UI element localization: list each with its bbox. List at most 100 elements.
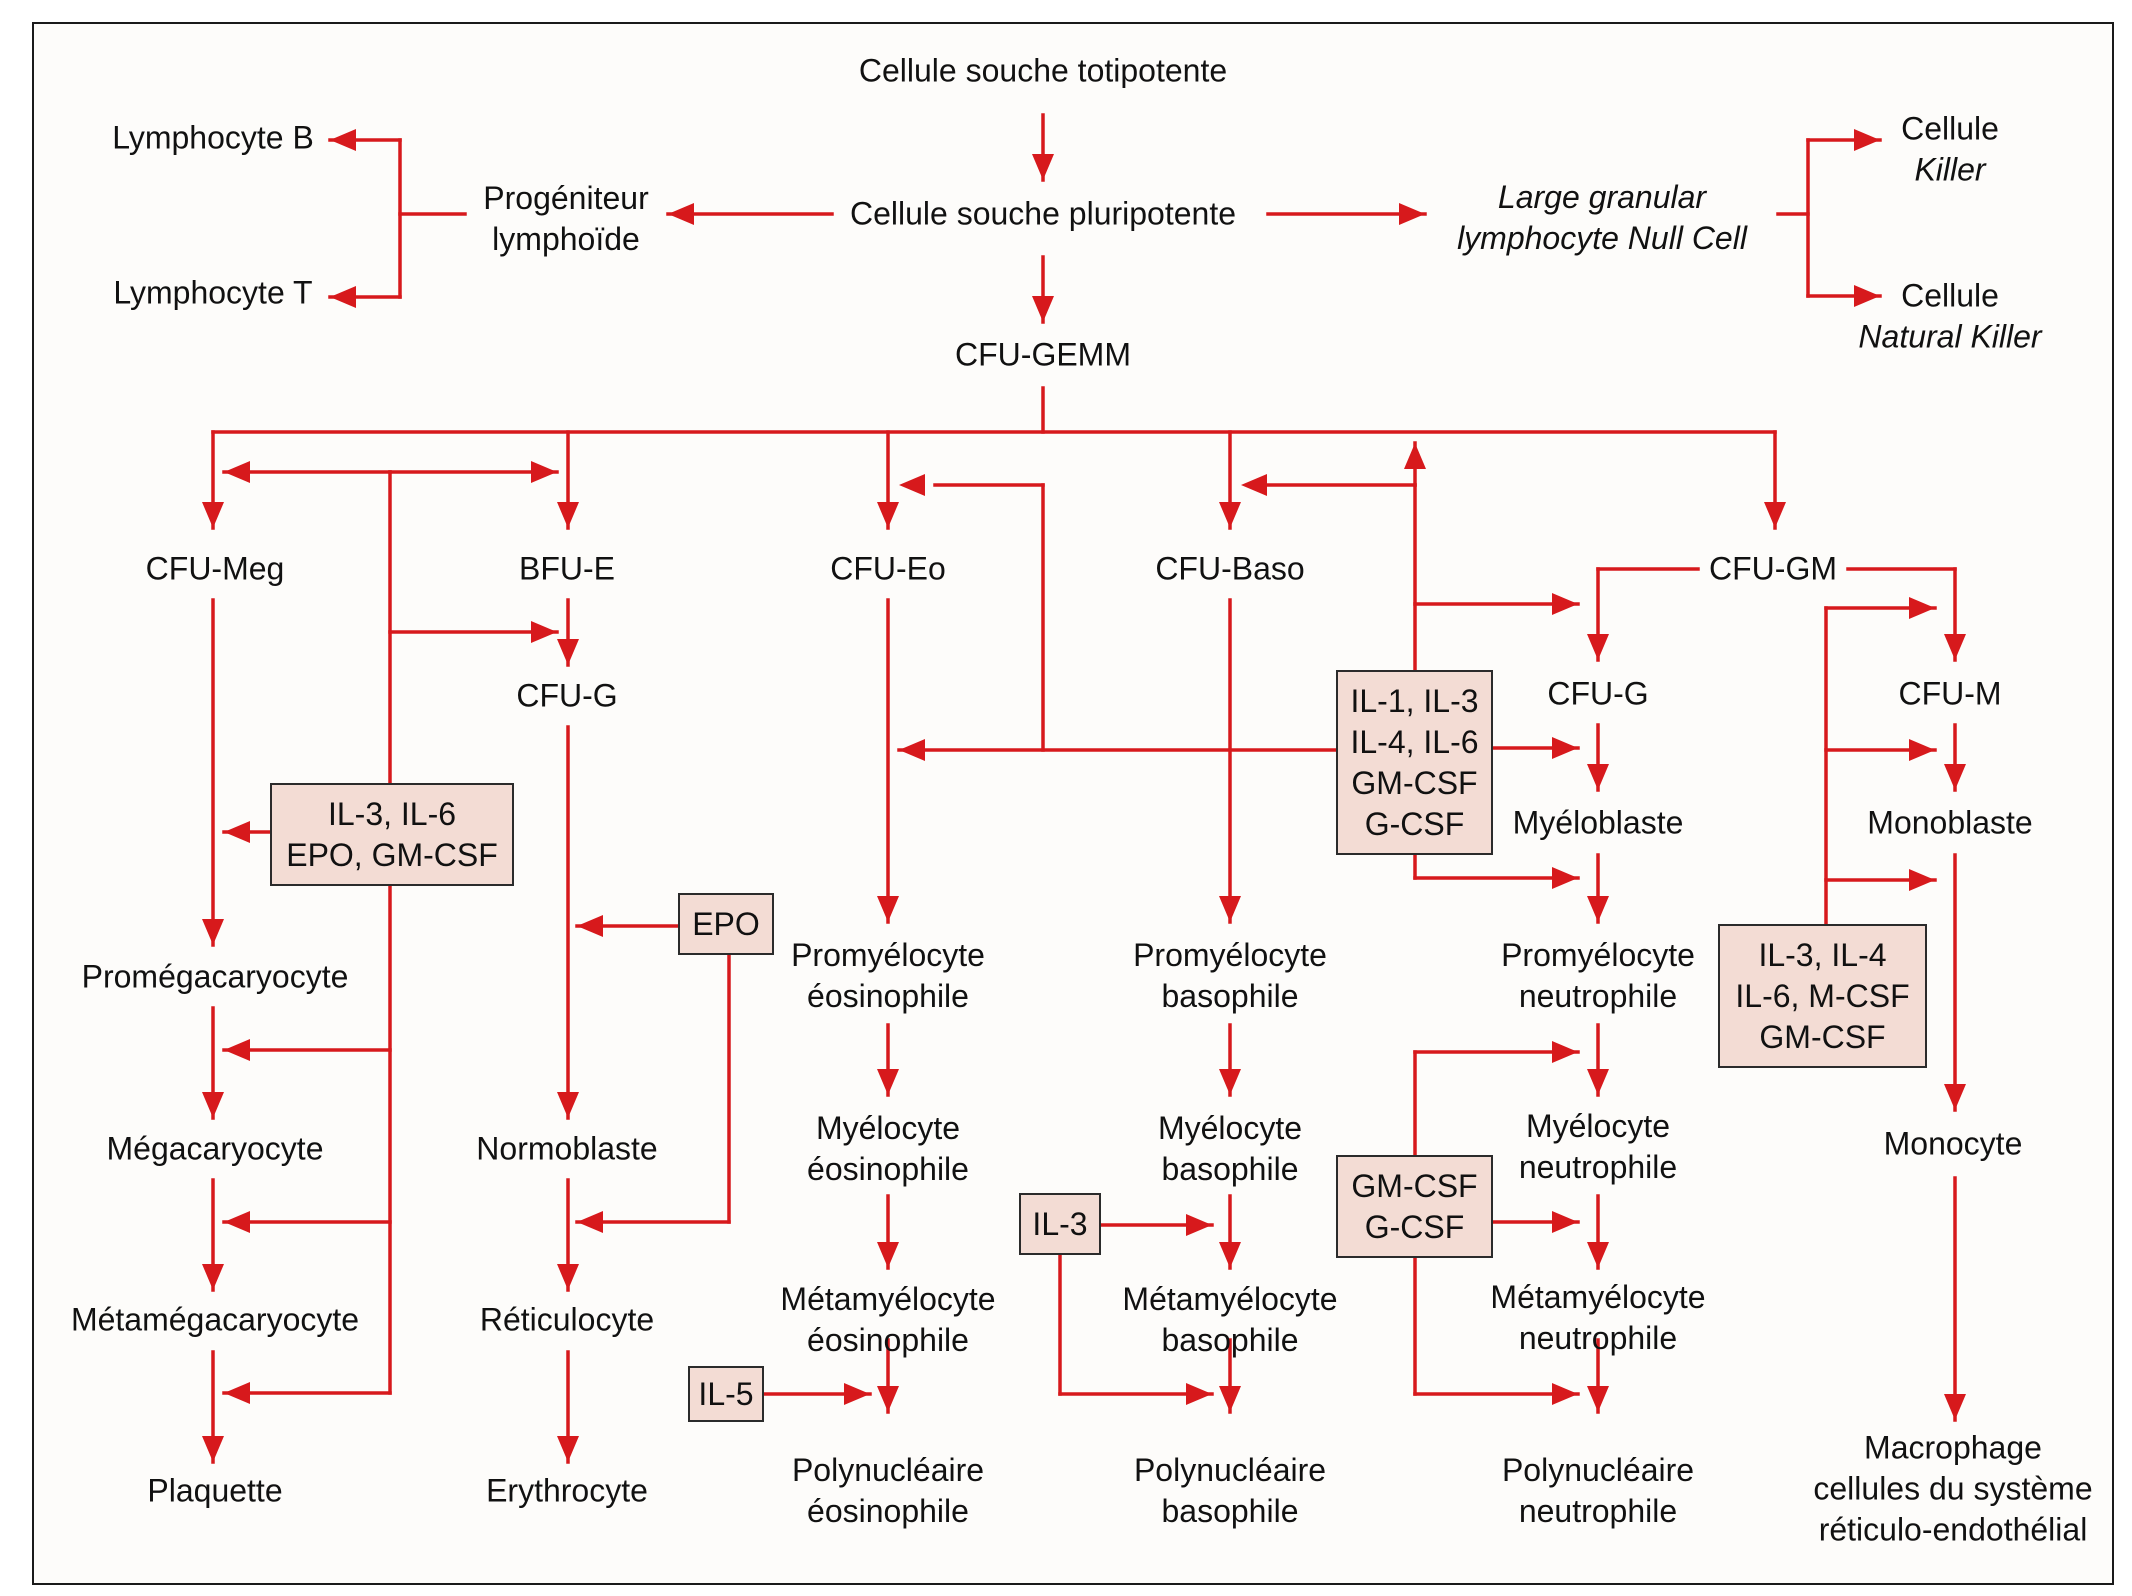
arrow-mono-cfu-m-head (1909, 597, 1935, 619)
arrowhead-cfu-baso-promyelocyte (1219, 896, 1241, 922)
node-polynucleaire-neutrophile: Polynucléaire neutrophile (1501, 1452, 1695, 1529)
arrow-cfu-gm-cfu-m-head (1944, 634, 1966, 660)
arrow-to-cfu-gemm-head (1032, 296, 1054, 322)
arrow-myelo-metamyelo-eo-head (877, 1242, 899, 1268)
node-reticulocyte: Réticulocyte (479, 1301, 655, 1338)
factor-box-il3: IL-3 (1019, 1193, 1101, 1255)
node-lymphocyte-t: Lymphocyte T (113, 274, 313, 311)
factor-box-il5: IL-5 (688, 1366, 764, 1422)
node-pluripotent-stem-cell: Cellule souche pluripotente (849, 195, 1237, 232)
node-lymphocyte-b: Lymphocyte B (112, 119, 314, 156)
arrow-factor-mega-head (224, 1211, 250, 1233)
node-cfu-g-erythroid: CFU-G (516, 677, 618, 714)
arrow-epo-erythroid-head (577, 915, 603, 937)
node-myelocyte-eosinophile: Myélocyte éosinophile (807, 1110, 969, 1187)
arrow-metamyelo-poly-n-head (1587, 1386, 1609, 1412)
node-normoblaste: Normoblaste (476, 1130, 658, 1167)
arrow-main-promyelo-head (1552, 867, 1578, 889)
arrow-cfu-meg-promegacaryocyte-head (202, 919, 224, 945)
arrow-to-cfu-meg-head (202, 502, 224, 528)
factor-box-neutrophil: GM-CSF G-CSF (1336, 1155, 1493, 1258)
arrow-promega-mega-head (202, 1092, 224, 1118)
arrow-cfu-g-normoblaste-head (557, 1092, 579, 1118)
node-cfu-gm: CFU-GM (1709, 550, 1837, 587)
arrow-totipotent-pluripotent-head (1032, 154, 1054, 180)
factor-box-monocyte: IL-3, IL-4 IL-6, M-CSF GM-CSF (1718, 924, 1927, 1068)
node-macrophage: Macrophage cellules du système réticulo-… (1813, 1429, 2093, 1548)
node-nk-cell-line2: Natural Killer (1858, 318, 2042, 355)
arrow-mega-metamega-head (202, 1264, 224, 1290)
node-monoblaste: Monoblaste (1867, 804, 2033, 841)
arrow-epo-normoblaste-head (577, 1211, 603, 1233)
arrow-factor-promega-head (224, 1039, 250, 1061)
node-cfu-gemm: CFU-GEMM (955, 336, 1131, 373)
node-megacaryocyte: Mégacaryocyte (106, 1130, 324, 1167)
node-polynucleaire-eosinophile: Polynucléaire éosinophile (791, 1452, 985, 1529)
arrow-il3-basophil-head (1186, 1214, 1212, 1236)
arrow-to-nk-head (1854, 285, 1880, 307)
node-killer-cell-line2: Killer (1914, 151, 1986, 188)
node-polynucleaire-basophile: Polynucléaire basophile (1133, 1452, 1327, 1529)
node-cfu-g-neutrophil: CFU-G (1547, 675, 1649, 712)
node-cfu-m: CFU-M (1898, 675, 2002, 712)
arrow-to-lymphocyte-t-head (330, 286, 356, 308)
arrow-il5-eosinophil-head (844, 1383, 870, 1405)
arrow-metamega-plaquette-head (202, 1436, 224, 1462)
node-promyelocyte-basophile: Promyélocyte basophile (1133, 937, 1327, 1014)
arrow-factor-bfu-e-head (531, 461, 557, 483)
arrow-reticulocyte-erythrocyte-head (557, 1436, 579, 1462)
arrow-neutro-metamyelo-head (1552, 1383, 1578, 1405)
arrow-cfu-g-myeloblaste-head (1587, 764, 1609, 790)
arrowhead-factor-eo-lineage (899, 739, 925, 761)
arrow-myelo-metamyelo-n-head (1587, 1242, 1609, 1268)
arrowhead-factor-cfu-baso (1241, 474, 1267, 496)
arrow-to-cfu-baso-head (1219, 502, 1241, 528)
arrow-mono-promono-head (1909, 869, 1935, 891)
node-metamyelocyte-neutrophile: Métamyélocyte neutrophile (1490, 1279, 1706, 1356)
arrow-factor-metamega-head (224, 1382, 250, 1404)
arrow-factor-cfu-meg-head (224, 461, 250, 483)
node-myelocyte-basophile: Myélocyte basophile (1157, 1110, 1303, 1187)
arrow-metamyelo-poly-eo-head (877, 1386, 899, 1412)
node-cfu-meg: CFU-Meg (145, 550, 285, 587)
node-totipotent-stem-cell: Cellule souche totipotente (858, 52, 1228, 89)
node-erythrocyte: Erythrocyte (486, 1472, 648, 1509)
arrow-promyelo-myelo-eo-head (877, 1069, 899, 1095)
arrow-cfu-gm-cfu-g-head (1587, 634, 1609, 660)
node-promyelocyte-neutrophile: Promyélocyte neutrophile (1501, 937, 1695, 1014)
node-nk-cell-line1: Cellule (1901, 277, 1999, 314)
arrow-to-killer-head (1854, 129, 1880, 151)
node-killer-cell-line1: Cellule (1901, 110, 1999, 147)
factor-box-main: IL-1, IL-3 IL-4, IL-6 GM-CSF G-CSF (1336, 670, 1493, 855)
arrow-to-lymphocyte-b-head (330, 129, 356, 151)
factor-box-megakaryocyte: IL-3, IL-6 EPO, GM-CSF (270, 783, 514, 886)
node-metamyelocyte-basophile: Métamyélocyte basophile (1122, 1281, 1338, 1358)
arrow-factor-meg-column-head (224, 821, 250, 843)
arrow-cfu-m-monoblaste-head (1944, 764, 1966, 790)
node-bfu-e: BFU-E (519, 550, 615, 587)
arrow-main-myeloblaste-head (1552, 737, 1578, 759)
node-promegacaryocyte: Promégacaryocyte (81, 958, 349, 995)
arrow-metamyelo-poly-baso-head (1219, 1386, 1241, 1412)
node-plaquette: Plaquette (147, 1472, 283, 1509)
arrow-myelo-metamyelo-baso-head (1219, 1242, 1241, 1268)
arrow-promyelo-myelo-n-head (1587, 1069, 1609, 1095)
node-promyelocyte-eosinophile: Promyélocyte éosinophile (791, 937, 985, 1014)
arrow-main-box-top-head (1404, 443, 1426, 469)
arrow-to-bfu-e-head (557, 502, 579, 528)
arrow-promyelo-myelo-baso-head (1219, 1069, 1241, 1095)
arrow-myeloblaste-promyelo-head (1587, 896, 1609, 922)
arrow-normoblaste-reticulocyte-head (557, 1264, 579, 1290)
arrow-neutro-myelo-head (1552, 1211, 1578, 1233)
node-metamegacaryocyte: Métamégacaryocyte (70, 1301, 360, 1338)
arrow-mono-monoblaste-head (1909, 739, 1935, 761)
arrow-to-lgl-head (1399, 203, 1425, 225)
node-lgl-null-cell: Large granular lymphocyte Null Cell (1457, 179, 1747, 256)
arrow-to-lymphoid-progenitor-head (668, 203, 694, 225)
arrow-neutro-promyelo-head (1552, 1041, 1578, 1063)
arrow-bfu-e-cfu-g-head (557, 639, 579, 665)
node-lymphoid-progenitor: Progéniteur lymphoïde (483, 180, 649, 257)
arrow-cfu-eo-promyelocyte-head (877, 896, 899, 922)
